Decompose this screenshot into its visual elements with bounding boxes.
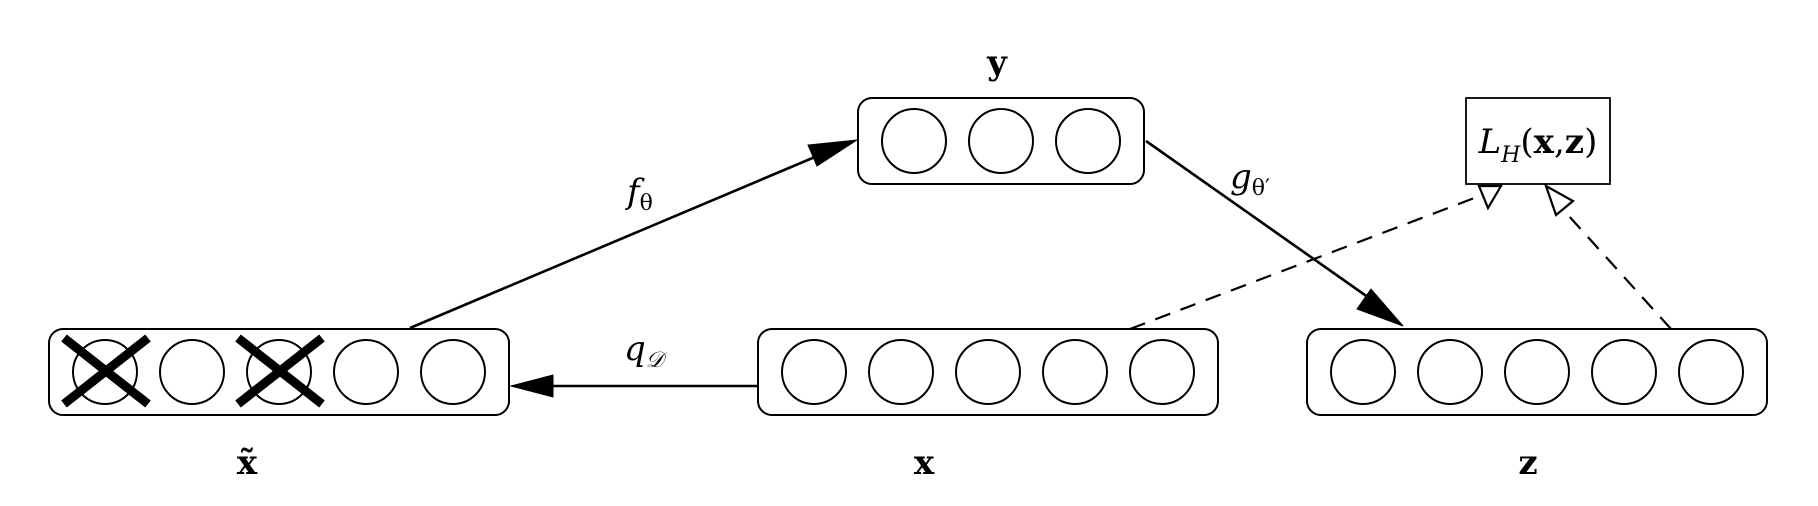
unit-circle bbox=[1678, 339, 1744, 405]
unit-circle bbox=[1504, 339, 1570, 405]
label-x-tilde: x̃ bbox=[237, 443, 258, 483]
unit-circle bbox=[1055, 108, 1121, 174]
label-f-theta: fθ bbox=[624, 172, 653, 216]
unit-circle bbox=[881, 108, 947, 174]
edge-q-d bbox=[509, 374, 757, 398]
unit-circle bbox=[1417, 339, 1483, 405]
label-g-theta-prime: gθ′ bbox=[1230, 157, 1270, 201]
unit-circle bbox=[1591, 339, 1657, 405]
unit-circle bbox=[781, 339, 847, 405]
layer-x-tilde bbox=[48, 328, 510, 416]
unit-circle bbox=[968, 108, 1034, 174]
loss-box: LH(x,z) bbox=[1465, 97, 1611, 185]
loss-label: LH(x,z) bbox=[1478, 122, 1598, 168]
unit-circle bbox=[1330, 339, 1396, 405]
cross-mark-icon bbox=[235, 334, 325, 408]
layer-y bbox=[857, 97, 1145, 185]
label-z: z bbox=[1518, 443, 1537, 483]
edge-f-theta bbox=[409, 139, 858, 330]
arrowhead-icon bbox=[509, 374, 554, 398]
edge-z-to-loss bbox=[1544, 183, 1672, 330]
label-x: x bbox=[914, 443, 935, 483]
layer-x bbox=[757, 328, 1219, 416]
unit-circle bbox=[420, 339, 486, 405]
label-q-d: q𝒟 bbox=[624, 329, 668, 373]
arrowhead-icon bbox=[1356, 288, 1404, 327]
open-arrowhead-icon bbox=[1544, 183, 1575, 217]
edge-x-to-loss bbox=[1129, 184, 1503, 331]
arrowhead-icon bbox=[807, 139, 858, 167]
layer-z bbox=[1306, 328, 1768, 416]
unit-circle bbox=[333, 339, 399, 405]
unit-circle bbox=[955, 339, 1021, 405]
open-arrowhead-icon bbox=[1477, 184, 1503, 211]
label-y: y bbox=[986, 43, 1008, 83]
unit-circle bbox=[868, 339, 934, 405]
unit-circle bbox=[1129, 339, 1195, 405]
unit-circle bbox=[159, 339, 225, 405]
unit-circle bbox=[1042, 339, 1108, 405]
edge-g-theta-prime bbox=[1145, 139, 1404, 327]
cross-mark-icon bbox=[61, 334, 151, 408]
